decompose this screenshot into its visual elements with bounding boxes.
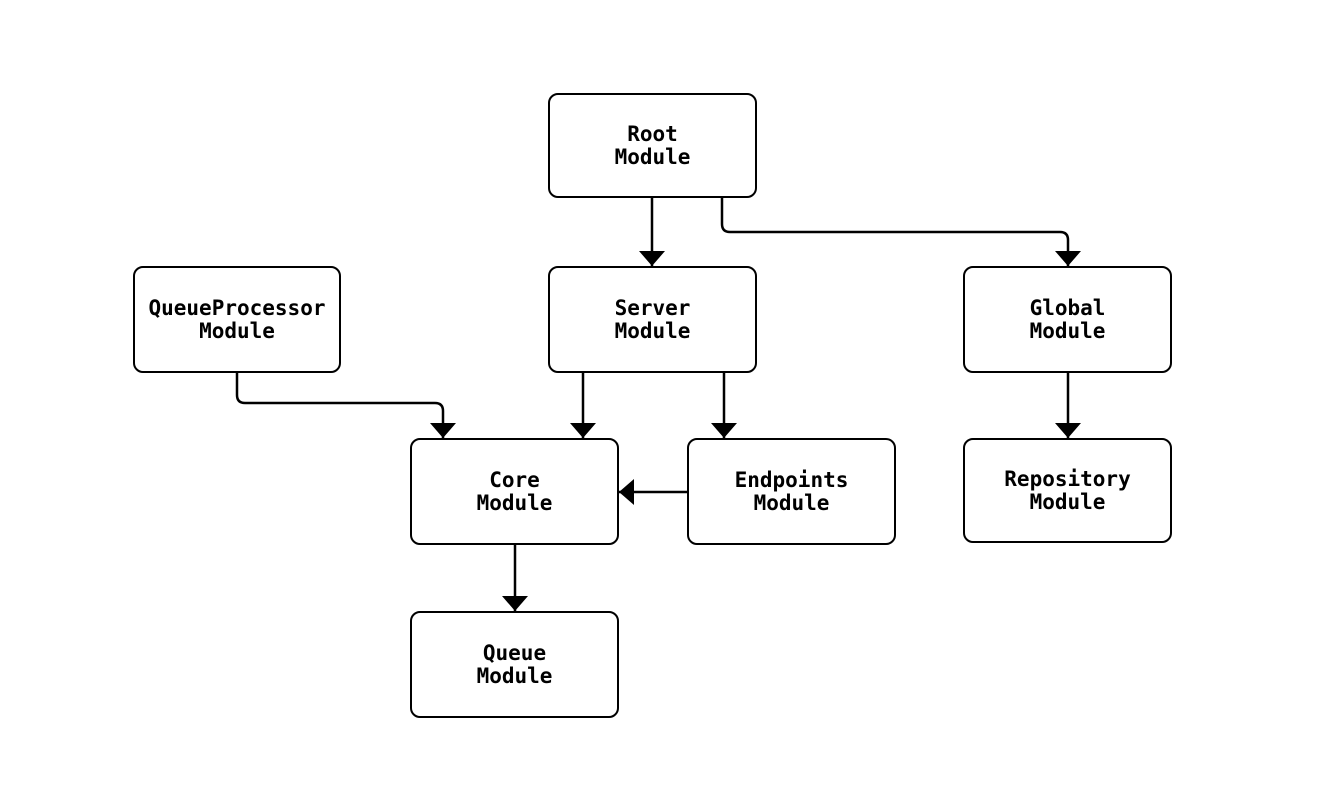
node-queue-module: Queue Module [410,611,619,718]
edge-root-to-global [720,198,1081,266]
edge-queueprocessor-to-core [235,373,456,438]
node-label: Global Module [1029,295,1106,343]
node-endpoints-module: Endpoints Module [687,438,896,545]
node-label: Core Module [476,467,553,515]
node-repository-module: Repository Module [963,438,1172,543]
node-core-module: Core Module [410,438,619,545]
node-root-module: Root Module [548,93,757,198]
node-queueprocessor-module: QueueProcessor Module [133,266,341,373]
node-global-module: Global Module [963,266,1172,373]
node-label: Root Module [614,121,691,169]
node-label: Endpoints Module [734,467,849,515]
node-server-module: Server Module [548,266,757,373]
node-label: Queue Module [476,640,553,688]
node-label: Server Module [614,295,691,343]
node-label: Repository Module [1004,466,1131,514]
node-label: QueueProcessor Module [148,295,326,343]
